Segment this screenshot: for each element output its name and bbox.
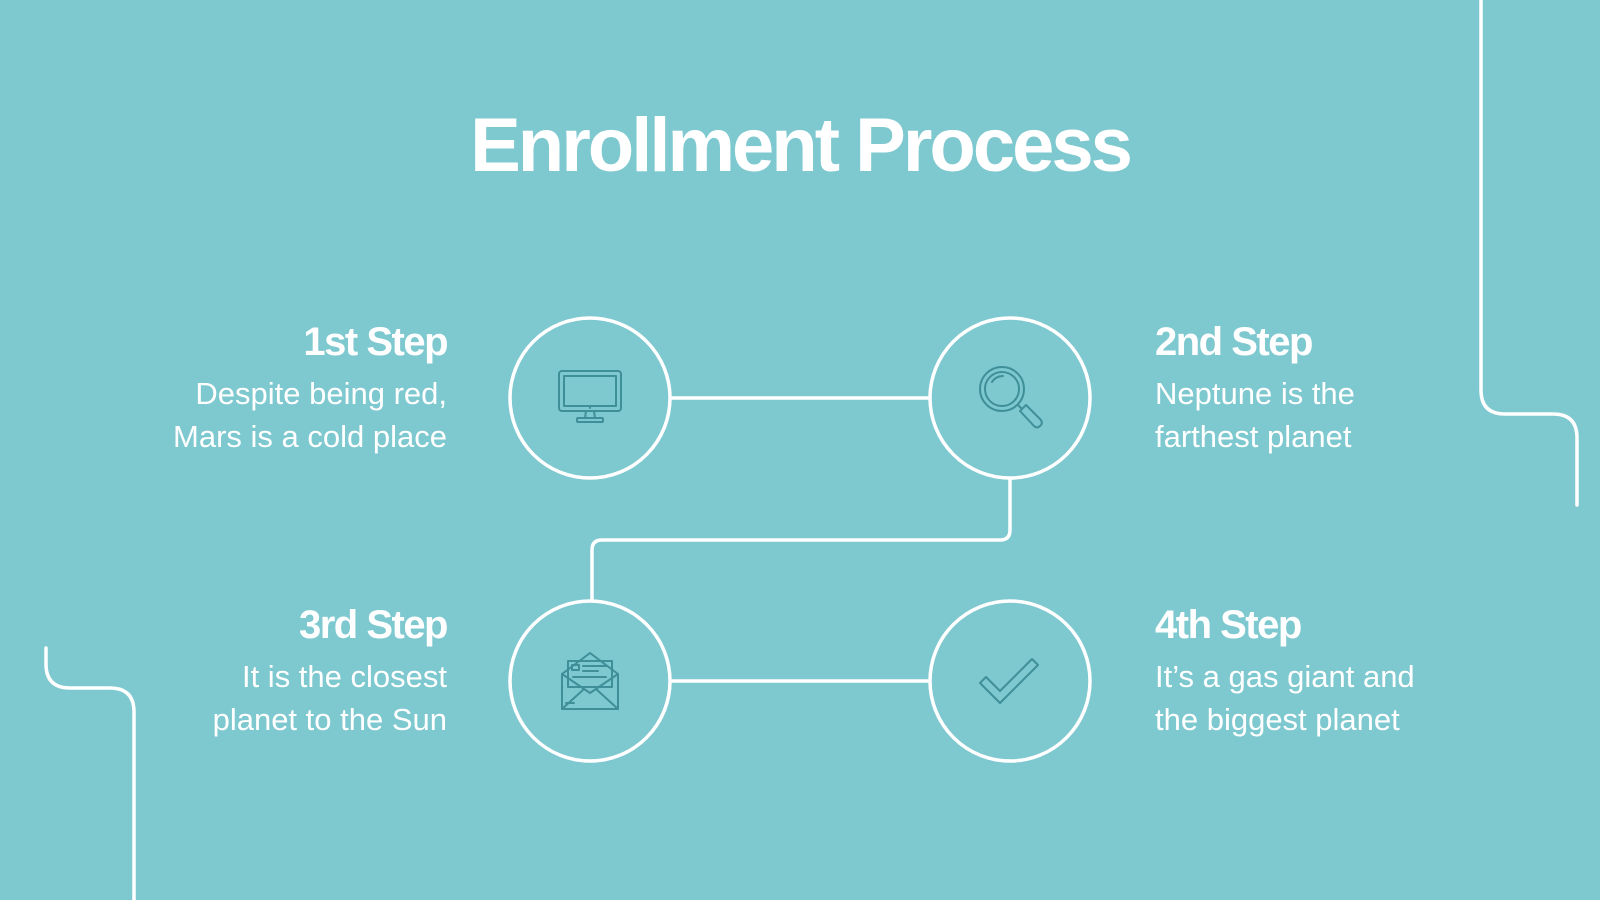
step-4-block: 4th Step It’s a gas giant and the bigges…	[1155, 601, 1495, 741]
open-envelope-icon	[561, 652, 619, 710]
step-2-title: 2nd Step	[1155, 320, 1313, 364]
magnifying-glass-icon	[979, 366, 1043, 429]
decorative-line-top-right	[1479, 0, 1579, 507]
page-title: Enrollment Process	[470, 103, 1133, 188]
step-1-title: 1st Step	[303, 320, 448, 364]
computer-monitor-icon	[558, 370, 622, 423]
checkmark-icon	[979, 658, 1039, 704]
step-3-description: It is the closest planet to the Sun	[212, 659, 447, 737]
step-4-title: 4th Step	[1155, 603, 1302, 647]
step-circle-2	[928, 316, 1092, 480]
step-circle-1	[508, 316, 672, 480]
step-2-description: Neptune is the farthest planet	[1155, 376, 1355, 454]
step-3-block: 3rd Step It is the closest planet to the…	[107, 601, 449, 741]
step-3-title: 3rd Step	[298, 603, 449, 647]
step-2-block: 2nd Step Neptune is the farthest planet	[1155, 318, 1495, 458]
step-4-description: It’s a gas giant and the biggest planet	[1155, 659, 1415, 737]
decorative-line-bottom-left	[44, 646, 136, 900]
step-circle-3	[508, 599, 672, 763]
step-1-description: Despite being red, Mars is a cold place	[173, 376, 447, 454]
step-1-block: 1st Step Despite being red, Mars is a co…	[107, 318, 448, 458]
connector-step2-step3	[590, 478, 1012, 601]
step-circle-4	[928, 599, 1092, 763]
